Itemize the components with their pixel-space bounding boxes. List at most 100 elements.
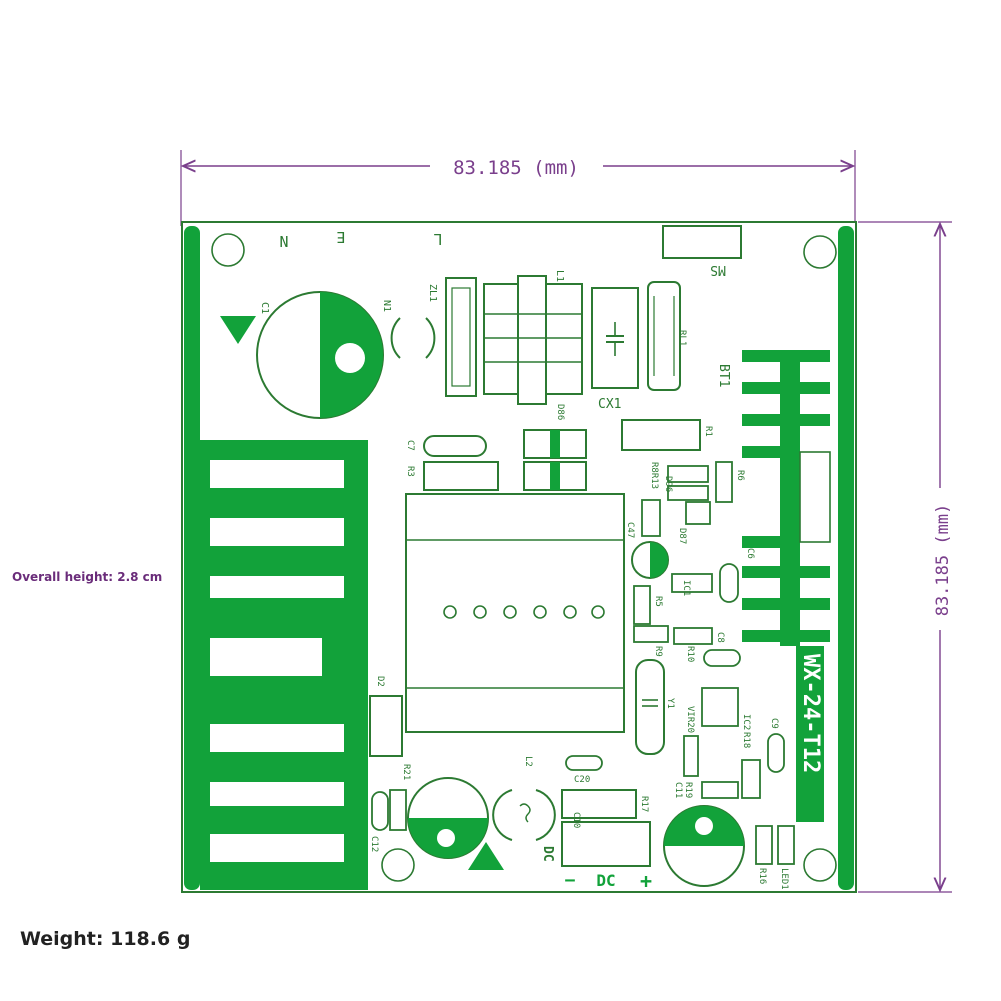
diode-d2 <box>369 695 403 757</box>
resistor-r16 <box>755 825 773 865</box>
label-y1: Y1 <box>665 698 675 709</box>
label-n1: N1 <box>381 300 392 312</box>
capacitor-cx1: CX1 <box>591 287 639 412</box>
label-c7: C7 <box>405 440 415 451</box>
label-ic2: IC2 <box>741 714 751 730</box>
inductor-l2: L2 <box>492 756 556 841</box>
capacitor-output-right <box>663 805 745 887</box>
dc-bottom-label: DC <box>596 871 615 890</box>
label-d2: D2 <box>375 676 385 687</box>
label-l2: L2 <box>523 756 533 767</box>
resistor-vir20 <box>683 735 699 777</box>
label-r1: R1 <box>703 426 713 437</box>
overall-height-note: Overall height: 2.8 cm <box>12 570 163 584</box>
right-rail <box>838 226 854 890</box>
label-rl1: RL1 <box>677 330 687 346</box>
capacitor-c1: C1 <box>256 291 384 419</box>
label-r10: R10 <box>685 646 695 662</box>
resistor-r1 <box>621 419 701 451</box>
resistor-r18 <box>741 759 761 799</box>
pcb-board: N E L C1 N1 ZL1 <box>181 221 857 893</box>
label-c47: C47 <box>625 522 635 538</box>
label-c1: C1 <box>259 302 270 314</box>
label-r18: R18 <box>741 732 751 748</box>
capacitor-round-fill <box>650 542 668 578</box>
capacitor-c9 <box>767 733 785 773</box>
resistor-r21 <box>389 789 407 831</box>
capacitor-c20 <box>565 755 603 771</box>
label-c8: C8 <box>715 632 725 643</box>
ic-ic2 <box>701 687 739 727</box>
model-label: WX-24-T12 <box>796 646 824 822</box>
diode-d96 <box>667 485 709 501</box>
label-vir20: VIR20 <box>685 706 695 733</box>
top-dimension-label: 83.185 (mm) <box>453 157 579 179</box>
right-dimension: 83.185 (mm) <box>858 221 953 893</box>
label-bt1: BT1 <box>716 364 731 387</box>
mounting-hole-top-right <box>803 235 837 269</box>
label-c6: C6 <box>745 548 755 559</box>
label-c9: C9 <box>769 718 779 729</box>
label-cx1: CX1 <box>598 397 621 412</box>
label-r16: R16 <box>757 868 767 884</box>
capacitor-c12 <box>371 791 389 831</box>
label-live: L <box>433 230 442 248</box>
capacitor-c6 <box>719 563 739 603</box>
label-r6: R6 <box>735 470 745 481</box>
diode-d87 <box>685 501 711 525</box>
label-neutral: N <box>279 232 288 250</box>
label-d86: D86 <box>555 404 565 420</box>
label-dc-vertical: DC <box>540 846 555 862</box>
label-r8r13: R8R13 <box>649 462 659 489</box>
label-r5: R5 <box>653 596 663 607</box>
left-rail <box>184 226 200 890</box>
label-r21: R21 <box>401 764 411 780</box>
label-ic1: IC1 <box>681 580 691 596</box>
label-c20: C20 <box>574 775 590 785</box>
dc-minus: − <box>565 870 576 891</box>
esd-warning-icon <box>220 316 256 344</box>
label-r3: R3 <box>405 466 415 477</box>
capacitor-c7 <box>423 435 487 457</box>
transformer <box>405 493 625 733</box>
right-dimension-label: 83.185 (mm) <box>933 504 953 617</box>
label-c12: C12 <box>369 836 379 852</box>
resistor-r6 <box>715 461 733 503</box>
label-zl1: ZL1 <box>427 284 438 302</box>
diode-lower-band <box>550 462 560 490</box>
mounting-hole-bottom-left <box>381 848 415 882</box>
right-heatsink-comb <box>742 350 831 646</box>
label-earth: E <box>336 228 345 246</box>
resistor-r8r13 <box>667 465 709 483</box>
label-r17: R17 <box>639 796 649 812</box>
weight-note: Weight: 118.6 g <box>20 928 191 950</box>
ms-pad <box>662 225 742 259</box>
label-led1: LED1 <box>779 868 789 890</box>
mounting-hole-bottom-right <box>803 848 837 882</box>
resistor-r9 <box>633 625 669 643</box>
left-heatsink-comb <box>200 440 368 890</box>
choke-zl1: ZL1 <box>427 277 477 397</box>
label-r9: R9 <box>653 646 663 657</box>
capacitor-c10 <box>561 821 651 867</box>
inductor-l1: L1 <box>483 270 583 405</box>
esd-warning-icon-bottom <box>468 842 504 870</box>
diode-d86-band <box>550 430 560 458</box>
mounting-hole-top-left <box>211 233 245 267</box>
label-r19: R19 <box>683 782 693 798</box>
crystal-y1 <box>635 659 665 755</box>
label-c10: C10 <box>571 812 581 828</box>
resistor-r3 <box>423 461 499 491</box>
label-d96: D96 <box>663 476 673 492</box>
top-dimension: 83.185 (mm) <box>180 150 856 226</box>
resistor-r19 <box>701 781 739 799</box>
resistor-r10 <box>673 627 713 645</box>
model-text: WX-24-T12 <box>798 654 823 773</box>
capacitor-c47 <box>641 499 661 537</box>
capacitor-c8 <box>703 649 741 667</box>
resistor-r17 <box>561 789 637 819</box>
label-ms: MS <box>710 262 726 277</box>
led-led1 <box>777 825 795 865</box>
relay-rl1: RL1 <box>647 281 687 391</box>
